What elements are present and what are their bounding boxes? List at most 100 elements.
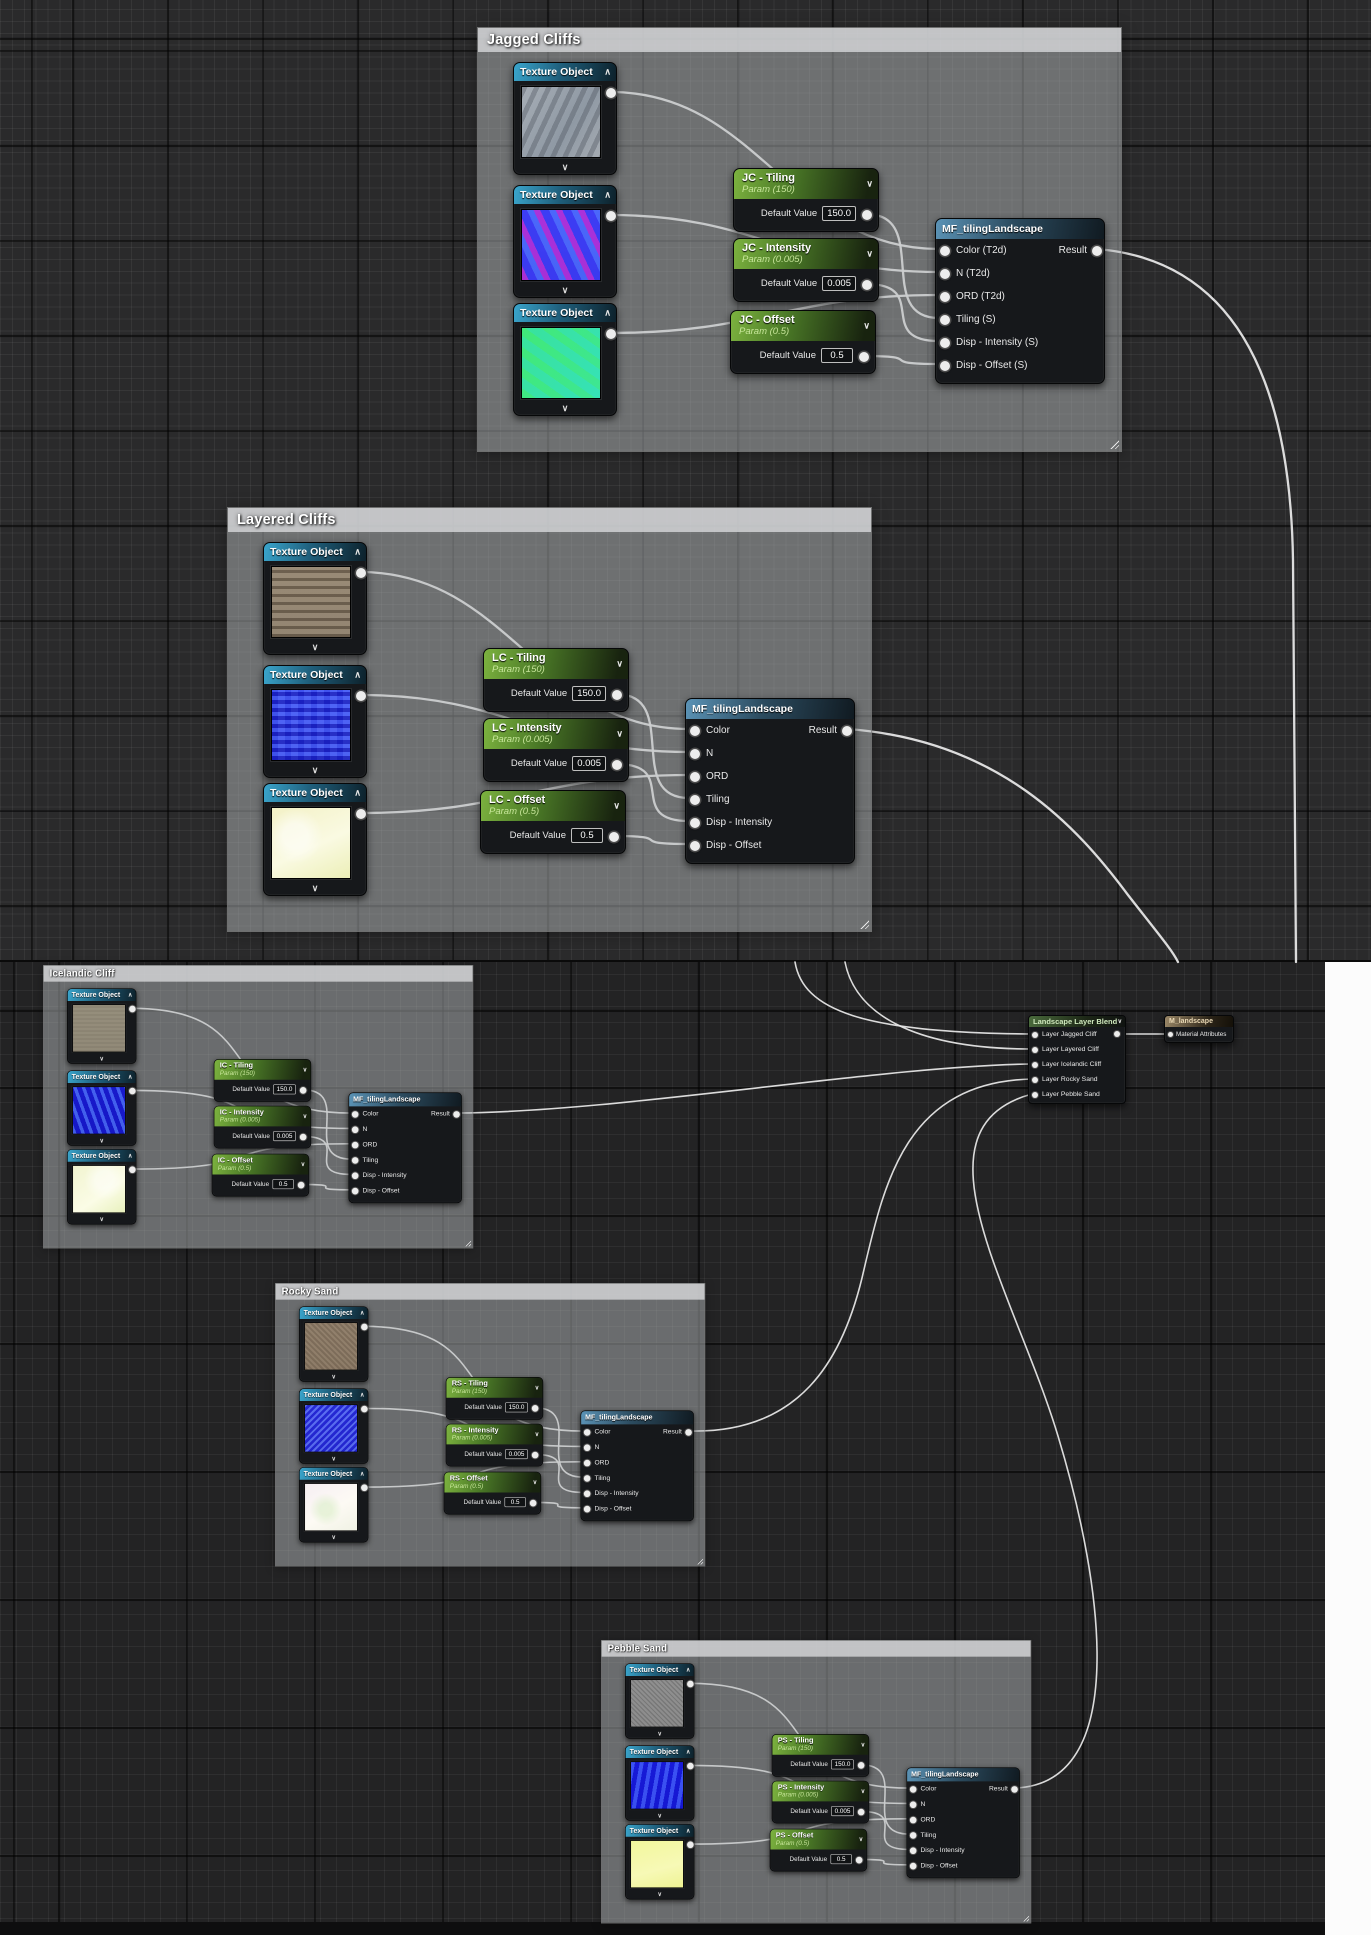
node-header[interactable]: Texture Object∧ (299, 1389, 368, 1402)
collapse-icon[interactable]: ∧ (604, 66, 611, 77)
output-pin[interactable] (612, 690, 622, 700)
output-pin[interactable] (606, 88, 616, 98)
output-pin[interactable] (1114, 1031, 1120, 1037)
resize-handle[interactable] (464, 1239, 472, 1247)
expand-icon[interactable]: ∨ (657, 1812, 662, 1819)
output-pin[interactable] (356, 691, 366, 701)
default-value-box[interactable]: 0.005 (822, 275, 856, 291)
default-value-box[interactable]: 150.0 (273, 1084, 296, 1095)
expand-icon[interactable]: ∨ (99, 1215, 104, 1223)
output-pin[interactable] (606, 211, 616, 221)
node-header[interactable]: MF_tilingLandscape (581, 1411, 694, 1425)
input-pin[interactable] (351, 1126, 359, 1133)
collapse-icon[interactable]: ∧ (604, 189, 611, 200)
resize-handle[interactable] (859, 919, 869, 929)
expand-icon[interactable]: ∨ (331, 1533, 336, 1541)
input-pin[interactable] (690, 725, 700, 736)
output-pin[interactable] (862, 210, 872, 220)
output-pin[interactable] (857, 1808, 865, 1816)
input-pin[interactable] (690, 840, 700, 851)
comment-title-bar[interactable]: Jagged Cliffs (478, 28, 1121, 52)
node-header[interactable]: MF_tilingLandscape (349, 1093, 462, 1107)
collapse-icon[interactable]: ∨ (616, 728, 623, 739)
input-pin[interactable] (1032, 1076, 1038, 1083)
input-pin[interactable] (583, 1474, 591, 1482)
node-header[interactable]: Texture Object∧ (625, 1664, 694, 1677)
node-header[interactable]: Texture Object∧ (67, 1149, 136, 1162)
collapse-icon[interactable]: ∧ (354, 546, 361, 557)
default-value-box[interactable]: 0.5 (272, 1178, 294, 1189)
input-pin[interactable] (583, 1444, 591, 1451)
resize-handle[interactable] (1022, 1914, 1030, 1922)
expand-icon[interactable]: ∨ (99, 1137, 104, 1144)
collapse-icon[interactable]: ∧ (127, 991, 133, 999)
output-pin[interactable] (361, 1405, 368, 1413)
collapse-icon[interactable]: ∨ (613, 800, 620, 811)
output-pin[interactable] (857, 1762, 865, 1769)
input-pin[interactable] (351, 1187, 359, 1195)
node-header[interactable]: Texture Object∧ (299, 1467, 368, 1480)
collapse-icon[interactable]: ∨ (866, 248, 873, 259)
node-header[interactable]: Texture Object∧ (514, 304, 616, 322)
collapse-icon[interactable]: ∨ (863, 320, 870, 331)
input-pin[interactable] (909, 1862, 917, 1870)
collapse-icon[interactable]: ∨ (866, 178, 873, 189)
texture-thumbnail[interactable] (271, 689, 351, 761)
default-value-box[interactable]: 0.5 (821, 347, 853, 363)
texture-thumbnail[interactable] (630, 1679, 684, 1728)
output-pin[interactable] (129, 1087, 136, 1095)
texture-object-node[interactable]: Texture Object∧ ∨ (513, 303, 617, 416)
node-header[interactable]: M_landscape (1165, 1016, 1233, 1027)
texture-object-node[interactable]: Texture Object∧ ∨ (513, 62, 617, 175)
output-pin[interactable] (685, 1428, 692, 1436)
texture-object-node[interactable]: Texture Object∧ ∨ (263, 783, 367, 896)
expand-icon[interactable]: ∨ (311, 765, 319, 775)
input-pin[interactable] (583, 1505, 591, 1513)
texture-thumbnail[interactable] (72, 1004, 126, 1053)
collapse-icon[interactable]: ∧ (685, 1748, 691, 1756)
expand-icon[interactable]: ∨ (311, 642, 319, 652)
input-pin[interactable] (909, 1831, 917, 1839)
output-pin[interactable] (361, 1484, 368, 1492)
expand-icon[interactable]: ∨ (657, 1890, 662, 1898)
input-pin[interactable] (940, 291, 950, 302)
material-function-node[interactable]: MF_tilingLandscape Color (T2d)Result N (… (935, 218, 1105, 384)
node-header[interactable]: MF_tilingLandscape (907, 1768, 1020, 1782)
input-pin[interactable] (583, 1459, 591, 1467)
collapse-icon[interactable]: ∨ (616, 658, 623, 669)
node-header[interactable]: Texture Object∧ (514, 186, 616, 204)
expand-icon[interactable]: ∨ (561, 162, 569, 172)
output-pin[interactable] (356, 809, 366, 819)
expand-icon[interactable]: ∨ (99, 1055, 104, 1062)
expand-icon[interactable]: ∨ (331, 1455, 336, 1462)
texture-object-node[interactable]: Texture Object∧ ∨ (625, 1663, 695, 1739)
output-pin[interactable] (687, 1841, 694, 1849)
texture-thumbnail[interactable] (304, 1483, 358, 1532)
node-header[interactable]: Texture Object∧ (625, 1824, 694, 1837)
collapse-icon[interactable]: ∧ (127, 1152, 133, 1159)
node-header[interactable]: MF_tilingLandscape (936, 219, 1104, 239)
default-value-box[interactable]: 150.0 (831, 1759, 854, 1770)
collapse-icon[interactable]: ∧ (685, 1666, 691, 1674)
default-value-box[interactable]: 0.5 (504, 1496, 526, 1507)
comment-title-bar[interactable]: Rocky Sand (275, 1283, 705, 1300)
collapse-icon[interactable]: ∨ (860, 1741, 866, 1748)
